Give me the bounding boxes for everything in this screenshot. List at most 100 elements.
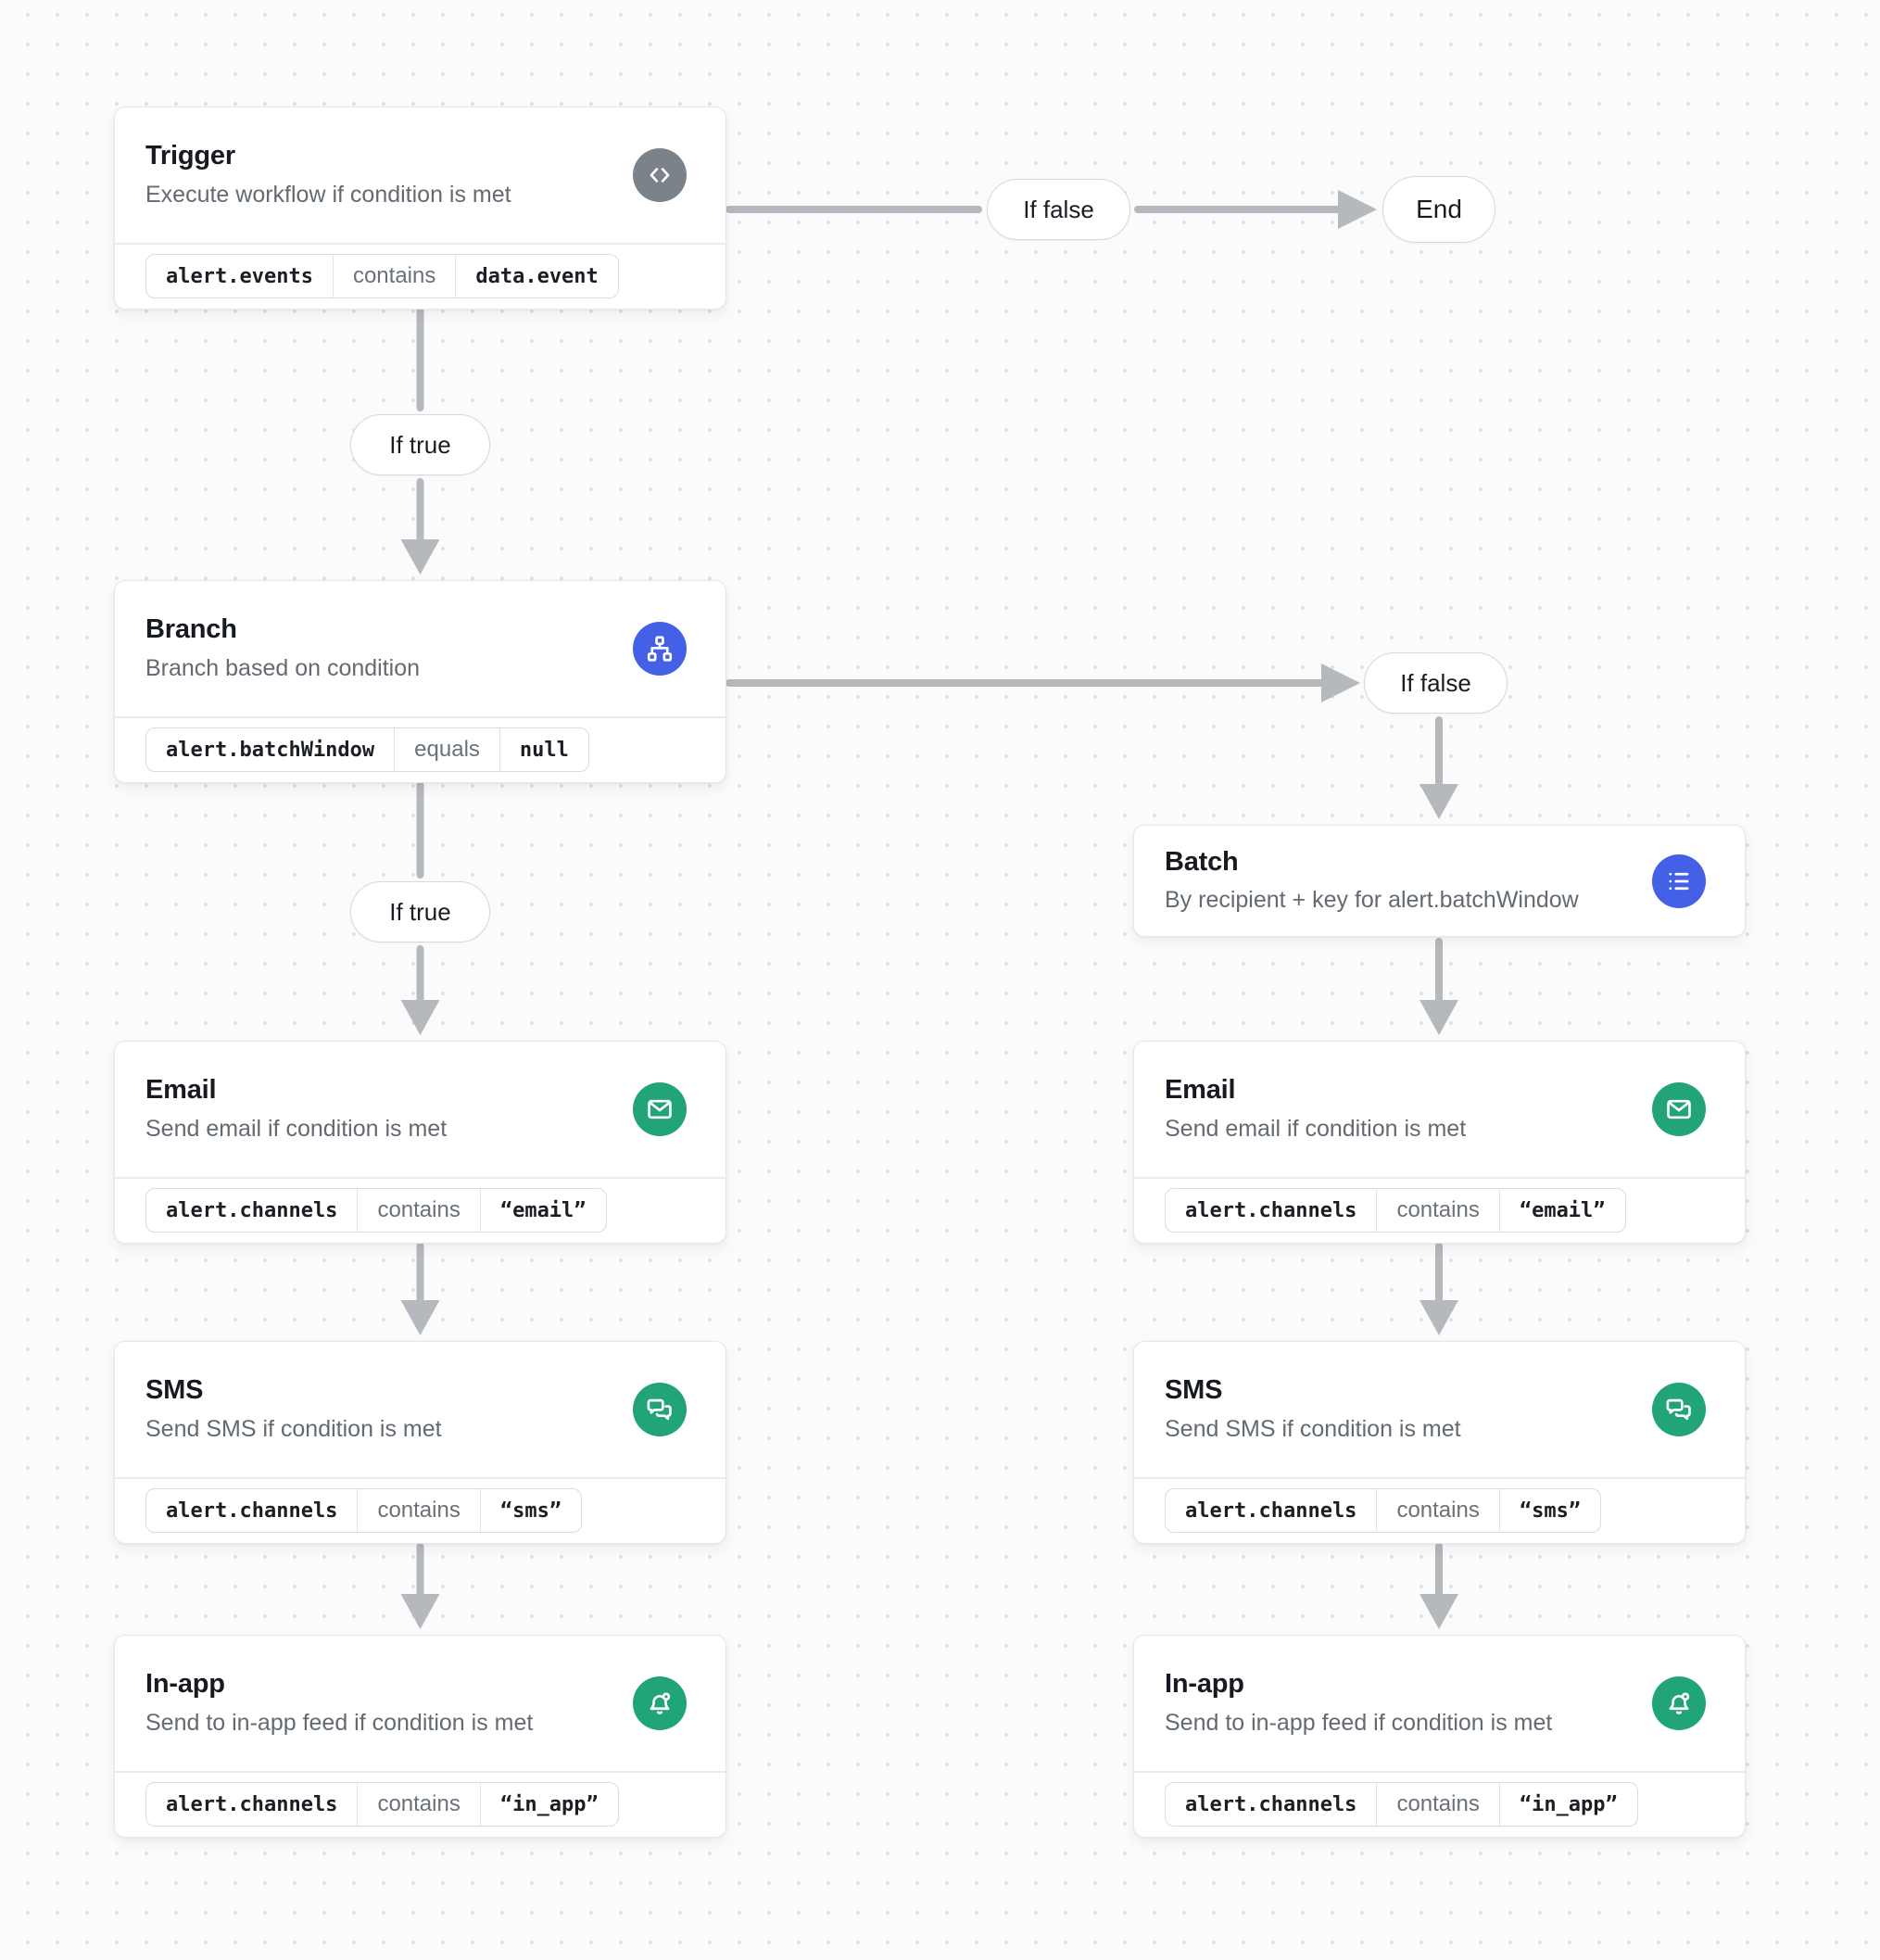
node-email-header: Email Send email if condition is met: [115, 1042, 726, 1177]
code-icon: [633, 148, 687, 202]
condition-value: null: [498, 728, 588, 771]
node-title: Trigger: [145, 141, 235, 171]
node-title: SMS: [1165, 1375, 1223, 1406]
node-trigger-header: Trigger Execute workflow if condition is…: [115, 107, 726, 243]
condition-field: alert.channels: [1185, 1792, 1357, 1816]
condition-pill: alert.channels contains “in_app”: [1165, 1782, 1638, 1827]
edge-if-false-to-end: [1134, 190, 1377, 229]
condition-operator: contains: [1376, 1489, 1498, 1532]
node-title: In-app: [1165, 1669, 1244, 1700]
email-icon: [1652, 1082, 1706, 1136]
condition-pill: alert.channels contains “email”: [145, 1188, 607, 1233]
edge-batch-to-email-right: [1419, 938, 1458, 1035]
condition-field: alert.channels: [166, 1198, 338, 1222]
condition-field: alert.channels: [166, 1498, 338, 1523]
node-batch-header: Batch By recipient + key for alert.batch…: [1134, 826, 1745, 936]
node-title: Branch: [145, 614, 237, 645]
edge-if-false-to-batch: [1419, 716, 1458, 819]
node-sms-left[interactable]: SMS Send SMS if condition is met alert.c…: [114, 1341, 726, 1544]
node-trigger[interactable]: Trigger Execute workflow if condition is…: [114, 107, 726, 310]
edge-sms-to-inapp-left: [400, 1543, 440, 1629]
node-subtitle: Send SMS if condition is met: [1165, 1415, 1461, 1442]
sms-icon: [1652, 1383, 1706, 1436]
divider: [115, 243, 726, 245]
bell-icon: [633, 1676, 687, 1730]
divider: [1134, 1477, 1745, 1479]
condition-operator: contains: [332, 255, 455, 297]
edge-sms-to-inapp-right: [1419, 1543, 1458, 1629]
node-title: Email: [1165, 1075, 1236, 1106]
edge-if-true-2-to-email: [400, 945, 440, 1035]
node-subtitle: Send SMS if condition is met: [145, 1415, 442, 1442]
edge-label-text: If true: [389, 430, 451, 459]
edge-email-to-sms-right: [1419, 1243, 1458, 1335]
divider: [115, 1177, 726, 1179]
condition-pill: alert.channels contains “in_app”: [145, 1782, 619, 1827]
condition-pill: alert.channels contains “sms”: [1165, 1488, 1602, 1533]
node-subtitle: Send to in-app feed if condition is met: [145, 1709, 534, 1736]
node-condition-row: alert.channels contains “sms”: [115, 1479, 726, 1543]
condition-operator: contains: [357, 1189, 479, 1232]
node-subtitle: Branch based on condition: [145, 654, 421, 681]
node-condition-row: alert.events contains data.event: [115, 245, 726, 309]
bell-icon: [1652, 1676, 1706, 1730]
edge-email-to-sms-left: [400, 1243, 440, 1335]
node-sms-header: SMS Send SMS if condition is met: [115, 1342, 726, 1477]
node-email-left[interactable]: Email Send email if condition is met ale…: [114, 1041, 726, 1244]
edge-label-if-false: If false: [987, 179, 1130, 240]
sms-icon: [633, 1383, 687, 1436]
node-email-header: Email Send email if condition is met: [1134, 1042, 1745, 1177]
condition-value: “sms”: [479, 1489, 581, 1532]
edge-label-if-true: If true: [350, 414, 490, 475]
condition-operator: contains: [1376, 1189, 1498, 1232]
divider: [115, 716, 726, 718]
node-subtitle: Execute workflow if condition is met: [145, 181, 511, 208]
node-branch[interactable]: Branch Branch based on condition alert.b…: [114, 580, 726, 783]
node-inapp-header: In-app Send to in-app feed if condition …: [1134, 1636, 1745, 1771]
node-subtitle: Send email if condition is met: [145, 1115, 448, 1142]
node-sms-header: SMS Send SMS if condition is met: [1134, 1342, 1745, 1477]
node-subtitle: Send email if condition is met: [1165, 1115, 1467, 1142]
condition-operator: contains: [1376, 1783, 1498, 1826]
condition-pill: alert.events contains data.event: [145, 254, 619, 298]
condition-value: “email”: [479, 1189, 606, 1232]
node-inapp-right[interactable]: In-app Send to in-app feed if condition …: [1133, 1635, 1746, 1838]
node-title: In-app: [145, 1669, 225, 1700]
node-branch-header: Branch Branch based on condition: [115, 581, 726, 716]
condition-pill: alert.channels contains “email”: [1165, 1188, 1626, 1233]
edge-label-text: If true: [389, 897, 451, 926]
node-condition-row: alert.channels contains “email”: [1134, 1179, 1745, 1243]
node-title: Batch: [1165, 846, 1239, 877]
divider: [1134, 1771, 1745, 1773]
node-condition-row: alert.channels contains “in_app”: [115, 1773, 726, 1837]
condition-operator: equals: [394, 728, 499, 771]
node-condition-row: alert.channels contains “sms”: [1134, 1479, 1745, 1543]
node-email-right[interactable]: Email Send email if condition is met ale…: [1133, 1041, 1746, 1244]
condition-value: data.event: [455, 255, 617, 297]
node-condition-row: alert.batchWindow equals null: [115, 718, 726, 782]
condition-operator: contains: [357, 1489, 479, 1532]
condition-field: alert.channels: [1185, 1498, 1357, 1523]
edge-if-true-to-branch: [400, 478, 440, 575]
node-subtitle: Send to in-app feed if condition is met: [1165, 1709, 1553, 1736]
edge-label-if-true-branch: If true: [350, 881, 490, 942]
condition-value: “in_app”: [1498, 1783, 1637, 1826]
node-title: Email: [145, 1075, 217, 1106]
node-batch[interactable]: Batch By recipient + key for alert.batch…: [1133, 825, 1746, 937]
edge-label-text: If false: [1023, 195, 1094, 223]
condition-field: alert.batchWindow: [166, 738, 375, 762]
condition-pill: alert.batchWindow equals null: [145, 727, 589, 772]
node-inapp-left[interactable]: In-app Send to in-app feed if condition …: [114, 1635, 726, 1838]
divider: [115, 1771, 726, 1773]
list-icon: [1652, 854, 1706, 908]
node-condition-row: alert.channels contains “in_app”: [1134, 1773, 1745, 1837]
node-title: SMS: [145, 1375, 204, 1406]
edge-label-if-false-branch: If false: [1364, 652, 1508, 714]
divider: [115, 1477, 726, 1479]
condition-pill: alert.channels contains “sms”: [145, 1488, 583, 1533]
email-icon: [633, 1082, 687, 1136]
node-sms-right[interactable]: SMS Send SMS if condition is met alert.c…: [1133, 1341, 1746, 1544]
end-label: End: [1416, 195, 1462, 223]
